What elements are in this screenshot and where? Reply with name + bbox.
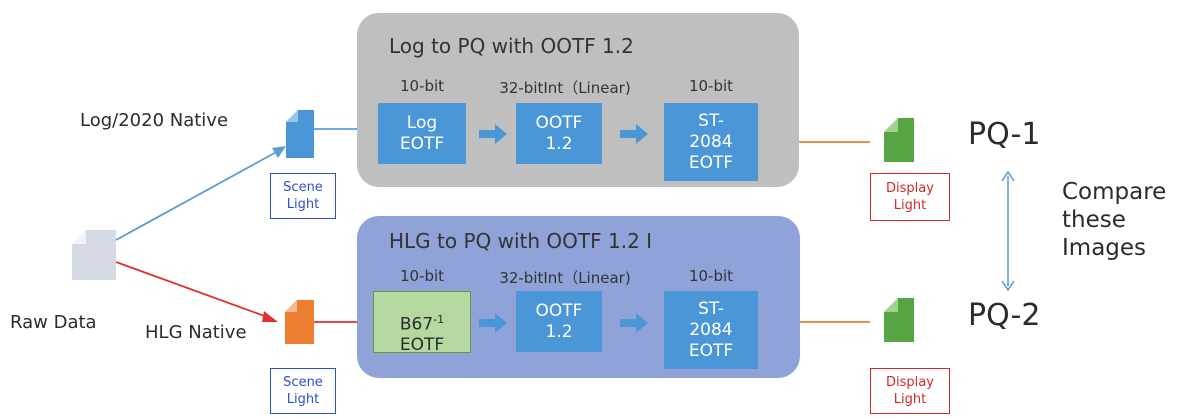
hlg-ootf-box: OOTF 1.2 [516,291,602,352]
hlg-st2084-eotf-box: ST- 2084 EOTF [664,291,758,369]
log-input-bit-label: 10-bit [399,77,445,95]
display-light-tag-bottom: Display Light [870,368,950,414]
document-icon-green [884,118,914,162]
document-icon-orange [285,300,314,344]
document-icon-gray [72,230,116,280]
right-arrow-icon [620,313,648,333]
b67-eotf-label: EOTF [399,335,445,356]
raw-data-label: Raw Data [10,312,97,333]
raw-to-hlg-line [115,261,271,319]
hlg-linear-bit-label: 32-bitInt（Linear) [499,269,631,287]
log-ootf-box: OOTF 1.2 [516,103,602,164]
log-panel-title: Log to PQ with OOTF 1.2 [389,34,634,58]
log-st2084-eotf-box: ST- 2084 EOTF [664,103,758,181]
raw-to-log-line [115,149,281,241]
log-linear-bit-label: 32-bitInt（Linear) [499,79,631,97]
raw-to-log-arrowhead [272,146,286,158]
right-arrow-icon [479,313,507,333]
display-light-tag-top: Display Light [870,173,950,221]
compare-arrow-bottom-head [1001,280,1015,292]
pq1-label: PQ-1 [968,117,1041,152]
hlg-panel-title: HLG to PQ with OOTF 1.2 I [389,229,653,253]
pq2-label: PQ-2 [968,298,1041,333]
log-native-label: Log/2020 Native [80,110,229,131]
hlg-output-bit-label: 10-bit [688,267,734,285]
log-eotf-box: Log EOTF [378,103,466,164]
document-icon-green [884,298,914,342]
b67-inverse-eotf-box: B67-1 EOTF [373,291,471,356]
hlg-input-bit-label: 10-bit [399,267,445,285]
hlg-native-label: HLG Native [145,322,247,343]
scene-light-tag-bottom: Scene Light [270,368,336,414]
raw-to-hlg-arrowhead [262,311,278,322]
compare-arrow-top-head [1001,170,1015,182]
scene-light-tag-top: Scene Light [270,173,336,219]
right-arrow-icon [620,124,648,144]
log-output-bit-label: 10-bit [688,77,734,95]
b67-label: B67 [399,314,434,335]
right-arrow-icon [479,124,507,144]
b67-inverse-superscript: -1 [433,312,445,326]
compare-images-text: Compare these Images [1062,179,1167,261]
document-icon-blue [286,110,314,158]
